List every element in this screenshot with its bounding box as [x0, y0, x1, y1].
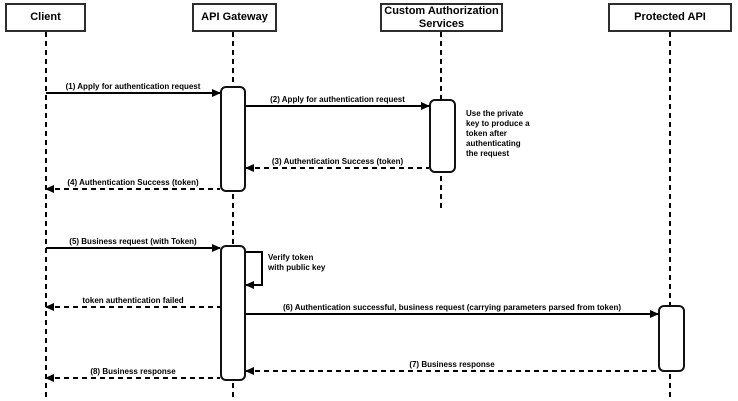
- participant-api-gateway: API Gateway: [192, 3, 277, 32]
- participant-protected-api: Protected API: [608, 3, 732, 32]
- message-label: (7) Business response: [409, 360, 495, 369]
- lifeline-protected-api: [669, 32, 671, 397]
- message-token-auth-failed: token authentication failed: [45, 294, 220, 311]
- arrowhead-right-icon: [212, 89, 221, 97]
- arrowhead-left-icon: [45, 185, 54, 193]
- message-verify-token-loop: [245, 251, 263, 289]
- message-6-auth-successful-business-request: (6) Authentication successful, business …: [246, 301, 659, 318]
- message-3-auth-success: (3) Authentication Success (token): [245, 155, 429, 172]
- message-line: [246, 167, 429, 169]
- message-4-auth-success: (4) Authentication Success (token): [45, 176, 220, 193]
- activation-api-gateway-1: [220, 86, 246, 192]
- arrowhead-right-icon: [212, 244, 221, 252]
- message-label: (8) Business response: [90, 367, 176, 376]
- activation-api-gateway-2: [220, 245, 246, 381]
- message-line: [46, 247, 220, 249]
- message-line: [246, 105, 429, 107]
- participant-label: API Gateway: [201, 11, 268, 24]
- arrowhead-left-icon: [45, 303, 54, 311]
- lifeline-api-gateway: [232, 32, 234, 397]
- message-line: [46, 92, 220, 94]
- lifeline-client: [45, 32, 47, 397]
- message-line: [46, 377, 220, 379]
- message-label: (5) Business request (with Token): [69, 237, 197, 246]
- message-line: [246, 370, 658, 372]
- message-7-business-response: (7) Business response: [245, 358, 658, 375]
- participant-label: Custom Authorization Services: [384, 5, 499, 30]
- arrowhead-right-icon: [421, 102, 430, 110]
- message-1-apply-auth-request: (1) Apply for authentication request: [46, 80, 221, 97]
- message-label: (4) Authentication Success (token): [67, 178, 199, 187]
- participant-client: Client: [5, 3, 86, 32]
- activation-custom-auth-services: [429, 99, 456, 173]
- message-label: (3) Authentication Success (token): [271, 157, 404, 166]
- arrowhead-left-icon: [245, 164, 254, 172]
- arrowhead-left-icon: [245, 367, 254, 375]
- message-5-business-request: (5) Business request (with Token): [46, 235, 221, 252]
- message-label: (2) Apply for authentication request: [270, 95, 405, 104]
- message-line: [46, 306, 220, 308]
- message-label: (6) Authentication successful, business …: [282, 303, 622, 312]
- activation-protected-api: [658, 305, 685, 372]
- message-label-verify-token: Verify token with public key: [268, 253, 326, 272]
- note-use-private-key: Use the private key to produce a token a…: [466, 109, 530, 158]
- message-label: token authentication failed: [82, 296, 184, 305]
- arrowhead-right-icon: [650, 310, 659, 318]
- message-2-apply-auth-request: (2) Apply for authentication request: [246, 93, 430, 110]
- arrowhead-left-icon: [245, 281, 254, 289]
- participant-label: Client: [30, 11, 61, 24]
- message-line: [46, 188, 220, 190]
- participant-label: Protected API: [634, 11, 706, 24]
- message-line: [246, 313, 658, 315]
- message-8-business-response: (8) Business response: [45, 365, 220, 382]
- participant-custom-auth-services: Custom Authorization Services: [380, 3, 503, 32]
- arrowhead-left-icon: [45, 374, 54, 382]
- message-label: (1) Apply for authentication request: [65, 82, 201, 91]
